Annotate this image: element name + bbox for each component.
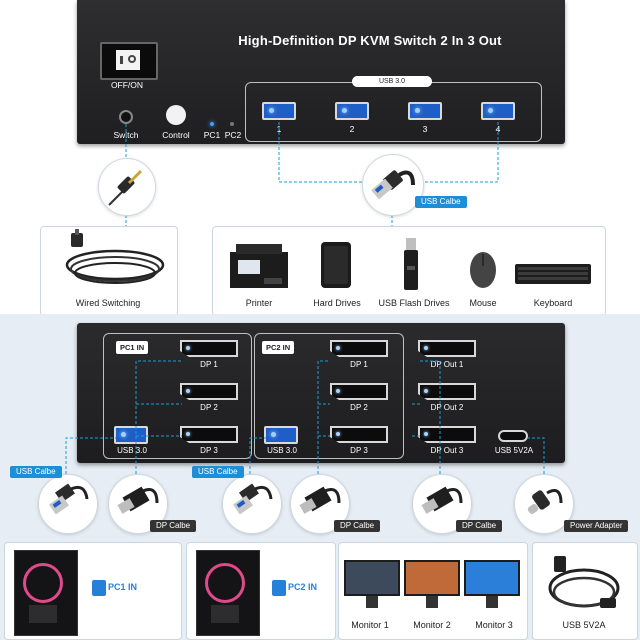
bottom-connector-lines xyxy=(65,360,545,474)
power-rocker-switch[interactable] xyxy=(100,42,158,80)
flash-drive-icon xyxy=(404,238,418,290)
pc2-usb30-port[interactable] xyxy=(264,426,298,444)
dp-cable-tag-2: DP Calbe xyxy=(334,520,381,532)
printer-icon xyxy=(230,244,288,288)
usb-cable-circle-2 xyxy=(222,474,282,534)
power-label: OFF/ON xyxy=(110,80,144,90)
dp-cable-tag-3: DP Calbe xyxy=(456,520,503,532)
monitor-1-label: Monitor 1 xyxy=(351,620,389,630)
pc2-dp3-label: DP 3 xyxy=(350,446,368,455)
product-title: High-Definition DP KVM Switch 2 In 3 Out xyxy=(238,33,502,48)
printer-label: Printer xyxy=(245,298,273,308)
keyboard-label: Keyboard xyxy=(533,298,573,308)
pc1-usb30-label: USB 3.0 xyxy=(117,446,147,455)
control-button[interactable] xyxy=(166,105,186,125)
flash-drives-label: USB Flash Drives xyxy=(378,298,450,308)
aux-plug-icon xyxy=(108,169,143,206)
hard-drives-label: Hard Drives xyxy=(313,298,361,308)
pc1-in-tag: PC1 IN xyxy=(116,341,149,354)
usb-5v2a-label: USB 5V2A xyxy=(494,446,534,455)
monitor-2-label: Monitor 2 xyxy=(413,620,451,630)
wired-cable-icon xyxy=(65,229,165,284)
usb-port-2[interactable] xyxy=(335,102,369,120)
dp-out-1-port[interactable] xyxy=(418,340,476,357)
mouse-icon xyxy=(470,252,496,288)
pc1-led xyxy=(210,122,214,126)
usb-plug-icon xyxy=(49,483,89,515)
hard-drive-icon xyxy=(321,242,351,288)
kvm-back-panel xyxy=(77,323,565,463)
dp-out-1-label: DP Out 1 xyxy=(430,360,464,369)
pc2-dp2-label: DP 2 xyxy=(350,403,368,412)
usb-plug-icon xyxy=(233,483,273,515)
dp-plug-icon xyxy=(421,486,463,514)
pc2-input-group xyxy=(254,333,404,459)
power-adapter-tag: Power Adapter xyxy=(564,520,629,532)
usb30-group-label: USB 3.0 xyxy=(352,76,432,87)
pc1-led-label: PC1 xyxy=(203,130,221,140)
pc1-badge-icon xyxy=(92,580,106,596)
dp-plug-icon xyxy=(117,486,159,514)
kvm-front-panel xyxy=(77,0,565,144)
keyboard-icon xyxy=(515,264,591,284)
pc2-dp3-port[interactable] xyxy=(330,426,388,443)
pc1-dp3-label: DP 3 xyxy=(200,446,218,455)
pc2-dp2-port[interactable] xyxy=(330,383,388,400)
pc1-dp2-port[interactable] xyxy=(180,383,238,400)
usb-port-3-label: 3 xyxy=(422,124,428,134)
monitor-3-label: Monitor 3 xyxy=(475,620,513,630)
usb-cable-tag: USB Calbe xyxy=(415,196,467,208)
usbc-power-port[interactable] xyxy=(498,430,528,442)
switch-jack[interactable] xyxy=(119,110,133,124)
power-adapter-icon xyxy=(548,556,620,608)
pc2-badge-icon xyxy=(272,580,286,596)
pc2-badge-label: PC2 IN xyxy=(288,582,318,592)
aux-cable-circle xyxy=(98,158,156,216)
pc2-led xyxy=(230,122,234,126)
usb-cable-tag-2: USB Calbe xyxy=(192,466,244,478)
usbc-plug-icon xyxy=(527,489,563,514)
pc1-usb30-port[interactable] xyxy=(114,426,148,444)
pc2-dp1-label: DP 1 xyxy=(350,360,368,369)
control-label: Control xyxy=(162,130,190,140)
pc1-dp2-label: DP 2 xyxy=(200,403,218,412)
pc1-dp3-port[interactable] xyxy=(180,426,238,443)
pc1-tower-icon xyxy=(14,550,78,636)
dp-cable-tag-1: DP Calbe xyxy=(150,520,197,532)
wired-switching-label: Wired Switching xyxy=(75,298,141,308)
dp-out-3-port[interactable] xyxy=(418,426,476,443)
pc1-dp1-port[interactable] xyxy=(180,340,238,357)
dp-out-3-label: DP Out 3 xyxy=(430,446,464,455)
dp-out-2-label: DP Out 2 xyxy=(430,403,464,412)
usb-cable-tag-1: USB Calbe xyxy=(10,466,62,478)
pc2-in-tag: PC2 IN xyxy=(262,341,295,354)
power-cable-circle xyxy=(514,474,574,534)
usb-port-1[interactable] xyxy=(262,102,296,120)
dp-cable-circle-2 xyxy=(290,474,350,534)
dp-plug-icon xyxy=(299,486,341,514)
usb-plug-icon xyxy=(371,170,415,200)
pc2-tower-icon xyxy=(196,550,260,636)
pc2-dp1-port[interactable] xyxy=(330,340,388,357)
pc1-badge-label: PC1 IN xyxy=(108,582,138,592)
monitor-icons xyxy=(344,560,520,608)
pc1-dp1-label: DP 1 xyxy=(200,360,218,369)
pc2-usb30-label: USB 3.0 xyxy=(267,446,297,455)
usb-port-3[interactable] xyxy=(408,102,442,120)
usb-port-4[interactable] xyxy=(481,102,515,120)
pc2-led-label: PC2 xyxy=(224,130,242,140)
adapter-label: USB 5V2A xyxy=(562,620,606,630)
dp-out-2-port[interactable] xyxy=(418,383,476,400)
usb-cable-circle xyxy=(362,154,424,216)
mouse-label: Mouse xyxy=(469,298,497,308)
usb-cable-circle-1 xyxy=(38,474,98,534)
wired-switching-panel xyxy=(40,226,178,316)
usb-port-2-label: 2 xyxy=(349,124,355,134)
power-icon xyxy=(116,50,140,70)
pc1-input-group xyxy=(103,333,252,459)
